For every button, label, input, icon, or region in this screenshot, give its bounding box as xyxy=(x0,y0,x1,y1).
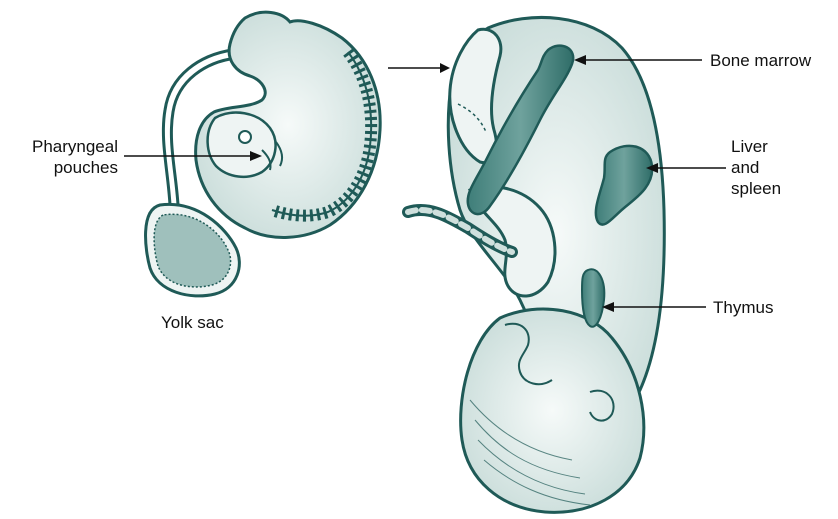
early-embryo xyxy=(146,12,381,296)
transition-arrow-head xyxy=(440,63,450,73)
label-pharyngeal-pouches: Pharyngeal pouches xyxy=(10,136,118,178)
label-liver-and-spleen: Liver and spleen xyxy=(731,136,781,199)
fetus xyxy=(408,17,664,512)
label-bone-marrow: Bone marrow xyxy=(710,50,811,71)
thymus-organ xyxy=(582,269,604,326)
eye-placode xyxy=(239,131,251,143)
label-thymus: Thymus xyxy=(713,297,773,318)
label-yolk-sac: Yolk sac xyxy=(161,312,224,333)
